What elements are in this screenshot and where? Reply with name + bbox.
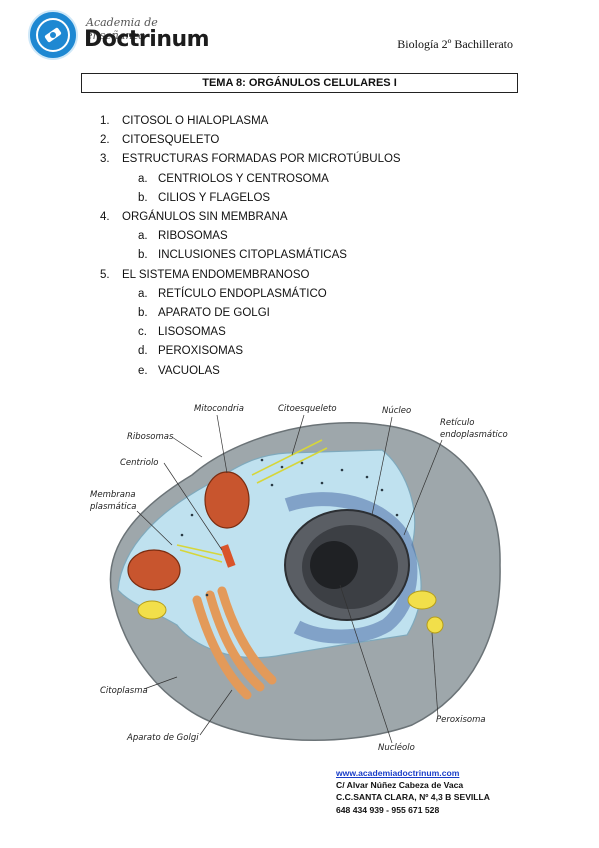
toc-item-number: b. (138, 307, 148, 320)
toc-item-label: VACUOLAS (158, 364, 220, 377)
toc-item-label: PEROXISOMAS (158, 345, 243, 358)
toc-item-number: a. (138, 230, 148, 243)
toc-item-number: 4. (100, 211, 110, 224)
cytoskeleton (176, 439, 328, 563)
toc-item-number: 3. (100, 153, 110, 166)
logo-badge-icon (28, 10, 78, 60)
label-membrana-1: Membrana (90, 490, 136, 500)
peroxisome (426, 616, 444, 634)
label-citoesqueleto: Citoesqueleto (278, 404, 337, 414)
toc-item: 1. CITOSOL O HIALOPLASMA (100, 112, 401, 131)
label-aparato-golgi: Aparato de Golgi (126, 733, 199, 743)
leader-lines (136, 414, 443, 744)
vacuole-right (407, 590, 437, 610)
logo: Academia de enseñanza Doctrinum (28, 10, 210, 66)
toc-item-number: 5. (100, 268, 110, 281)
toc-item: b. APARATO DE GOLGI (100, 304, 401, 323)
toc-item-number: b. (138, 249, 148, 262)
toc-item-label: ESTRUCTURAS FORMADAS POR MICROTÚBULOS (122, 153, 401, 166)
subject-header: Biología 2º Bachillerato (397, 37, 513, 51)
toc-item-number: 1. (100, 115, 110, 127)
toc-item-label: EL SISTEMA ENDOMEMBRANOSO (122, 268, 310, 281)
toc-item: d. PEROXISOMAS (100, 342, 401, 361)
footer-contact: www.academiadoctrinum.com C/ Alvar Núñez… (336, 767, 490, 816)
toc-item: 4. ORGÁNULOS SIN MEMBRANA (100, 208, 401, 227)
toc-item: a. CENTRIOLOS Y CENTROSOMA (100, 170, 401, 189)
label-peroxisoma: Peroxisoma (436, 715, 486, 725)
golgi-apparatus (192, 586, 277, 700)
label-membrana-2: plasmática (89, 502, 136, 512)
centriole (220, 544, 236, 568)
toc-item: 3. ESTRUCTURAS FORMADAS POR MICROTÚBULOS (100, 150, 401, 169)
toc-item-label: CENTRIOLOS Y CENTROSOMA (158, 172, 329, 185)
cell-diagram: Mitocondria Citoesqueleto Núcleo Retícul… (82, 395, 522, 755)
toc-item-label: ORGÁNULOS SIN MEMBRANA (122, 211, 288, 224)
mitochondria-lower (127, 549, 181, 591)
endoplasmic-reticulum (284, 492, 418, 644)
toc-item-label: INCLUSIONES CITOPLASMÁTICAS (158, 249, 347, 262)
label-reticulo-1: Retículo (440, 418, 474, 428)
toc-item-label: RIBOSOMAS (158, 230, 228, 243)
ribosomes (180, 458, 399, 597)
toc-item: b. INCLUSIONES CITOPLASMÁTICAS (100, 246, 401, 265)
label-citoplasma: Citoplasma (100, 686, 148, 696)
toc-item-number: e. (138, 364, 148, 377)
toc-item-label: CITOESQUELETO (122, 134, 220, 147)
logo-tagline: Academia de enseñanza (86, 16, 158, 42)
toc-item-label: LISOSOMAS (158, 326, 226, 339)
address-line-1: C/ Alvar Núñez Cabeza de Vaca (336, 780, 464, 791)
toc-item-label: CITOSOL O HIALOPLASMA (122, 115, 269, 127)
toc-item-number: d. (138, 345, 148, 358)
label-mitocondria: Mitocondria (194, 404, 244, 414)
toc-item-number: a. (138, 172, 148, 185)
vacuole-left (137, 600, 167, 620)
toc-item: 2. CITOESQUELETO (100, 131, 401, 150)
toc-item: a. RETÍCULO ENDOPLASMÁTICO (100, 285, 401, 304)
page-title: TEMA 8: ORGÁNULOS CELULARES I (81, 73, 518, 93)
address-line-2: C.C.SANTA CLARA, Nº 4,3 B SEVILLA (336, 792, 491, 803)
toc-item: b. CILIOS Y FLAGELOS (100, 189, 401, 208)
label-ribosomas: Ribosomas (127, 432, 174, 442)
nucleolus (310, 541, 358, 589)
label-centriolo: Centriolo (120, 458, 159, 468)
toc-item-label: APARATO DE GOLGI (158, 307, 270, 320)
logo-wordmark: Doctrinum (84, 27, 210, 52)
label-reticulo-2: endoplasmático (440, 430, 508, 440)
toc-item-label: CILIOS Y FLAGELOS (158, 191, 271, 204)
label-nucleolo: Nucléolo (378, 742, 415, 753)
toc-item-number: a. (138, 287, 148, 300)
toc-item: c. LISOSOMAS (100, 323, 401, 342)
toc-item-number: c. (138, 326, 147, 339)
website-link[interactable]: www.academiadoctrinum.com (336, 768, 460, 778)
table-of-contents: 1. CITOSOL O HIALOPLASMA 2. CITOESQUELETO 3.… (100, 112, 401, 381)
phone-numbers: 648 434 939 - 955 671 528 (336, 804, 440, 815)
label-nucleo: Núcleo (382, 406, 411, 416)
toc-item: a. RIBOSOMAS (100, 227, 401, 246)
toc-item-label: RETÍCULO ENDOPLASMÁTICO (158, 287, 327, 300)
toc-item-number: b. (138, 191, 148, 204)
toc-item: 5. EL SISTEMA ENDOMEMBRANOSO (100, 266, 401, 285)
toc-item-number: 2. (100, 134, 110, 147)
toc-item: e. VACUOLAS (100, 362, 401, 381)
mitochondria-upper (204, 471, 250, 529)
